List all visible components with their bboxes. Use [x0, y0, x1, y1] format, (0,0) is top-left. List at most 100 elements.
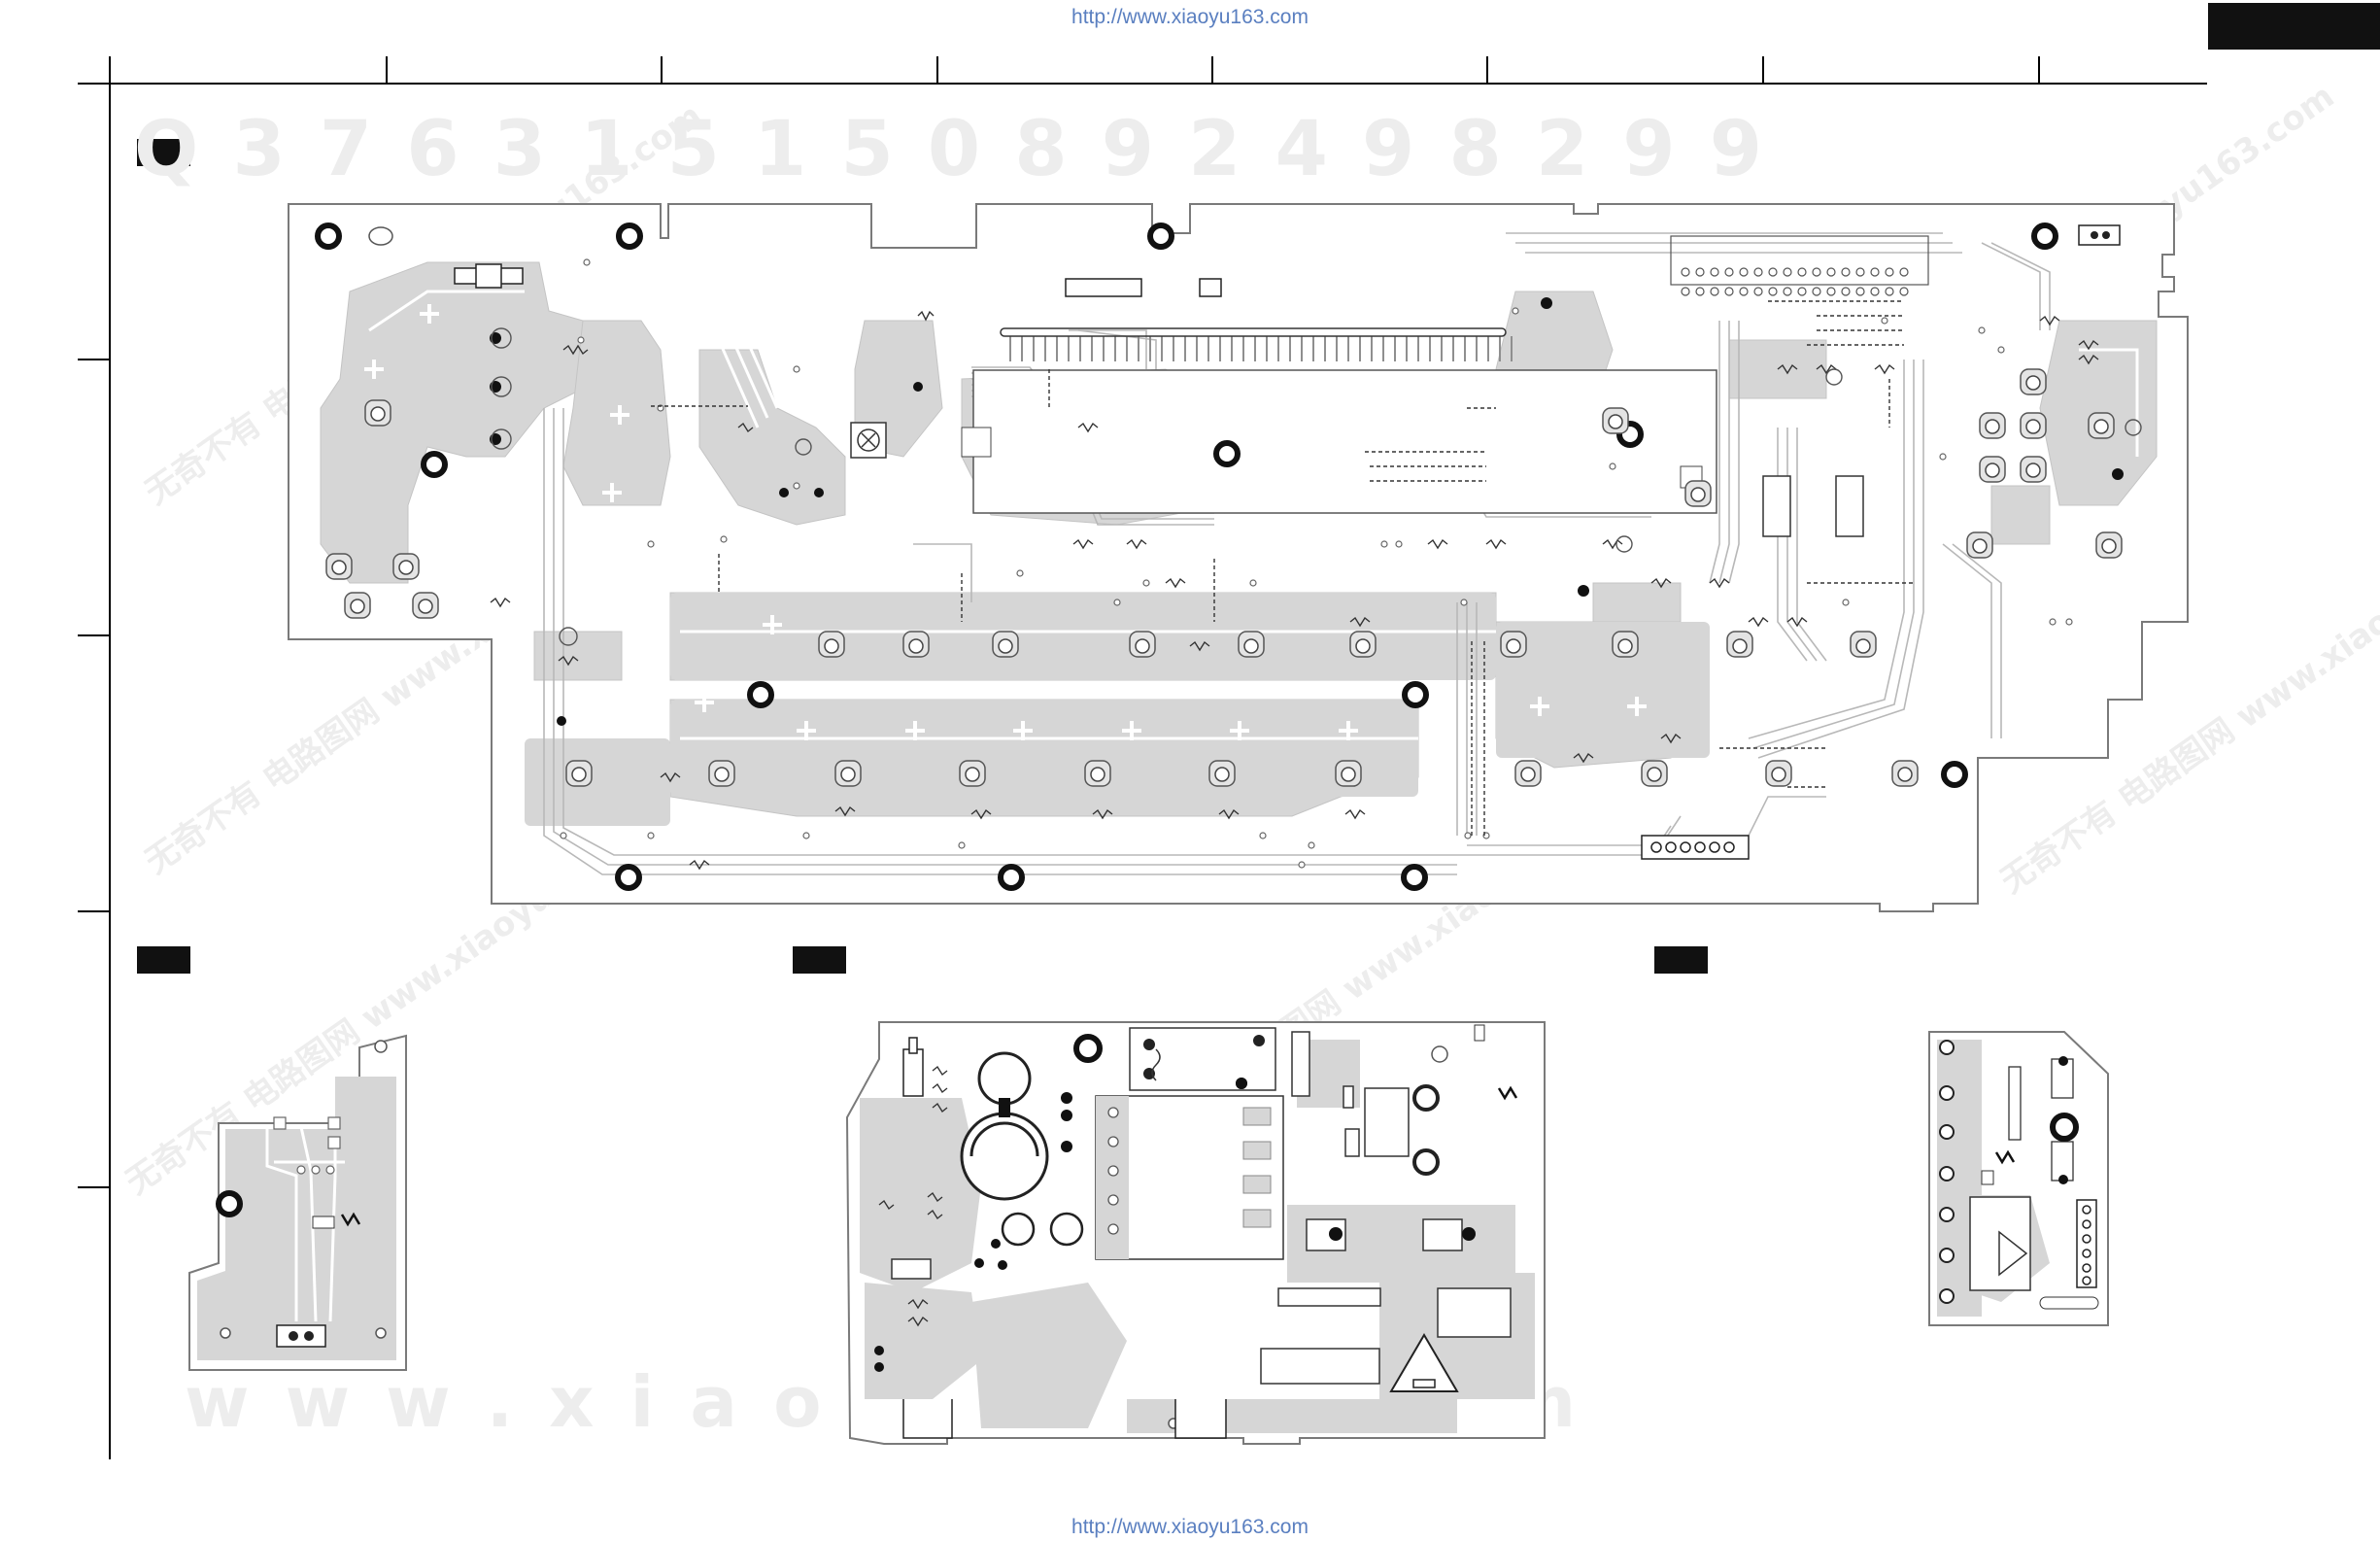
- small-left-pcb-board: [188, 1034, 407, 1371]
- mounting-hole: [315, 223, 342, 250]
- serial-watermark: Q 3 7 6 3 1 5 1 5 0 8 9 2 4 9 8 2 9 9: [134, 106, 1766, 193]
- section-label-small-right: [1654, 946, 1708, 974]
- header-pin: [2091, 231, 2098, 239]
- small-capacitor: [1049, 1212, 1084, 1247]
- vfd-display-window: [972, 369, 1717, 514]
- rotary-encoder-cross: [861, 432, 876, 448]
- small-right-connector: [2076, 1199, 2097, 1288]
- small-right-diode: [2058, 1175, 2068, 1184]
- small-left-traces: [265, 1126, 345, 1322]
- section-label-power: [793, 946, 846, 974]
- small-right-bottom-part: [2039, 1296, 2099, 1310]
- mounting-hole: [747, 681, 774, 708]
- page-tab-block: [2208, 3, 2380, 50]
- transformer-secondary-tabs: [1242, 1107, 1272, 1228]
- fuse-holder-small: [1344, 1128, 1360, 1157]
- tact-switches-clusters: [325, 368, 2123, 619]
- mounting-hole: [421, 451, 448, 478]
- fuse-holder-small-2: [1343, 1085, 1354, 1109]
- ic-right-2: [1835, 475, 1864, 537]
- mounting-hole: [616, 223, 643, 250]
- small-left-logo: [340, 1212, 361, 1227]
- mounting-hole: [1213, 440, 1241, 467]
- section-label-main: [137, 139, 190, 166]
- small-right-pins: [1939, 1040, 1955, 1304]
- power-small-rect: [1474, 1024, 1485, 1042]
- mcu-connector-outline: [1670, 235, 1929, 286]
- power-ic: [891, 1258, 932, 1280]
- passive-components: [490, 310, 2099, 871]
- dashed-jumpers: [651, 300, 1914, 836]
- regulator-tab: [1329, 1227, 1343, 1241]
- display-connector: [1065, 278, 1142, 297]
- small-right-chip: [1981, 1170, 1994, 1185]
- power-pcb-board: [845, 1021, 1546, 1445]
- transformer-inner: [1096, 1096, 1129, 1259]
- connector-pin: [289, 1331, 298, 1341]
- capacitor-lead: [999, 1098, 1010, 1117]
- main-filter-capacitor: [960, 1112, 1049, 1201]
- vfd-top-bar: [1000, 327, 1507, 337]
- mounting-hole: [216, 1190, 243, 1217]
- op-amp-symbol: [1998, 1230, 2028, 1277]
- display-connector-2: [1199, 278, 1222, 297]
- warning-fuse-symbol: [1412, 1379, 1436, 1388]
- small-right-part-c: [2051, 1141, 2074, 1181]
- tact-switches-upper: [818, 631, 1877, 658]
- warning-triangle: [1389, 1333, 1459, 1392]
- mounting-hole: [2031, 223, 2058, 250]
- source-url-top[interactable]: http://www.xiaoyu163.com: [1071, 6, 1309, 28]
- main-pcb-board: [288, 203, 2189, 912]
- relay-pin: [1253, 1035, 1265, 1046]
- small-left-chip: [312, 1216, 335, 1229]
- power-label-box-2: [1260, 1348, 1380, 1385]
- fuse-holder-vertical: [1291, 1031, 1310, 1097]
- transformer-pads: [1107, 1107, 1119, 1235]
- mounting-hole: [2050, 1113, 2079, 1142]
- mounting-hole: [1073, 1034, 1103, 1063]
- small-left-pads: [273, 1116, 341, 1175]
- relay-coil: [1151, 1048, 1161, 1081]
- small-capacitor: [1412, 1148, 1440, 1176]
- header-pin: [2102, 231, 2110, 239]
- slide-switch-knob: [475, 263, 502, 289]
- small-left-connector: [276, 1324, 326, 1348]
- small-right-connector-pins: [2082, 1205, 2091, 1285]
- relay-outline: [1129, 1027, 1276, 1091]
- mounting-hole: [1402, 681, 1429, 708]
- small-capacitor: [1001, 1212, 1036, 1247]
- mounting-hole: [1236, 1078, 1247, 1089]
- mounting-hole: [1941, 761, 1968, 788]
- mounting-hole: [998, 864, 1025, 891]
- plus-marks: [364, 304, 1647, 740]
- small-right-resistor-a: [2008, 1066, 2022, 1141]
- capacitor-polarity: [969, 1121, 1039, 1157]
- source-url-bottom[interactable]: http://www.xiaoyu163.com: [1071, 1516, 1309, 1538]
- power-label-box: [1277, 1287, 1381, 1307]
- display-small-box-left: [961, 427, 992, 458]
- regulator-right: [1422, 1218, 1463, 1251]
- mounting-hole-small: [1431, 1045, 1448, 1063]
- electrolytic-capacitor: [977, 1051, 1032, 1106]
- small-right-diode: [2058, 1056, 2068, 1066]
- tact-switches-lower: [565, 760, 1919, 787]
- ic-right-1: [1762, 475, 1791, 537]
- bridge-outline: [1437, 1287, 1512, 1338]
- mounting-hole: [1147, 223, 1174, 250]
- mounting-hole-small: [374, 1040, 388, 1053]
- power-switch: [902, 1048, 924, 1097]
- sheet-frame: [78, 56, 2207, 1459]
- mounting-hole-small: [375, 1327, 387, 1339]
- mounting-hole: [1401, 864, 1428, 891]
- via-pads: [560, 258, 2073, 869]
- small-right-pcb-board: [1928, 1031, 2109, 1326]
- vfd-pin-row: [1009, 336, 1513, 361]
- power-diodes: [874, 1092, 1072, 1372]
- section-label-small-left: [137, 946, 190, 974]
- choke-coil: [1364, 1087, 1410, 1157]
- small-capacitor: [1412, 1084, 1440, 1112]
- main-mounting-holes: [315, 223, 2058, 891]
- mcu-connector-pins: [1681, 267, 1909, 296]
- power-resistors: [878, 1065, 948, 1327]
- header-connector-top-right: [2078, 224, 2121, 246]
